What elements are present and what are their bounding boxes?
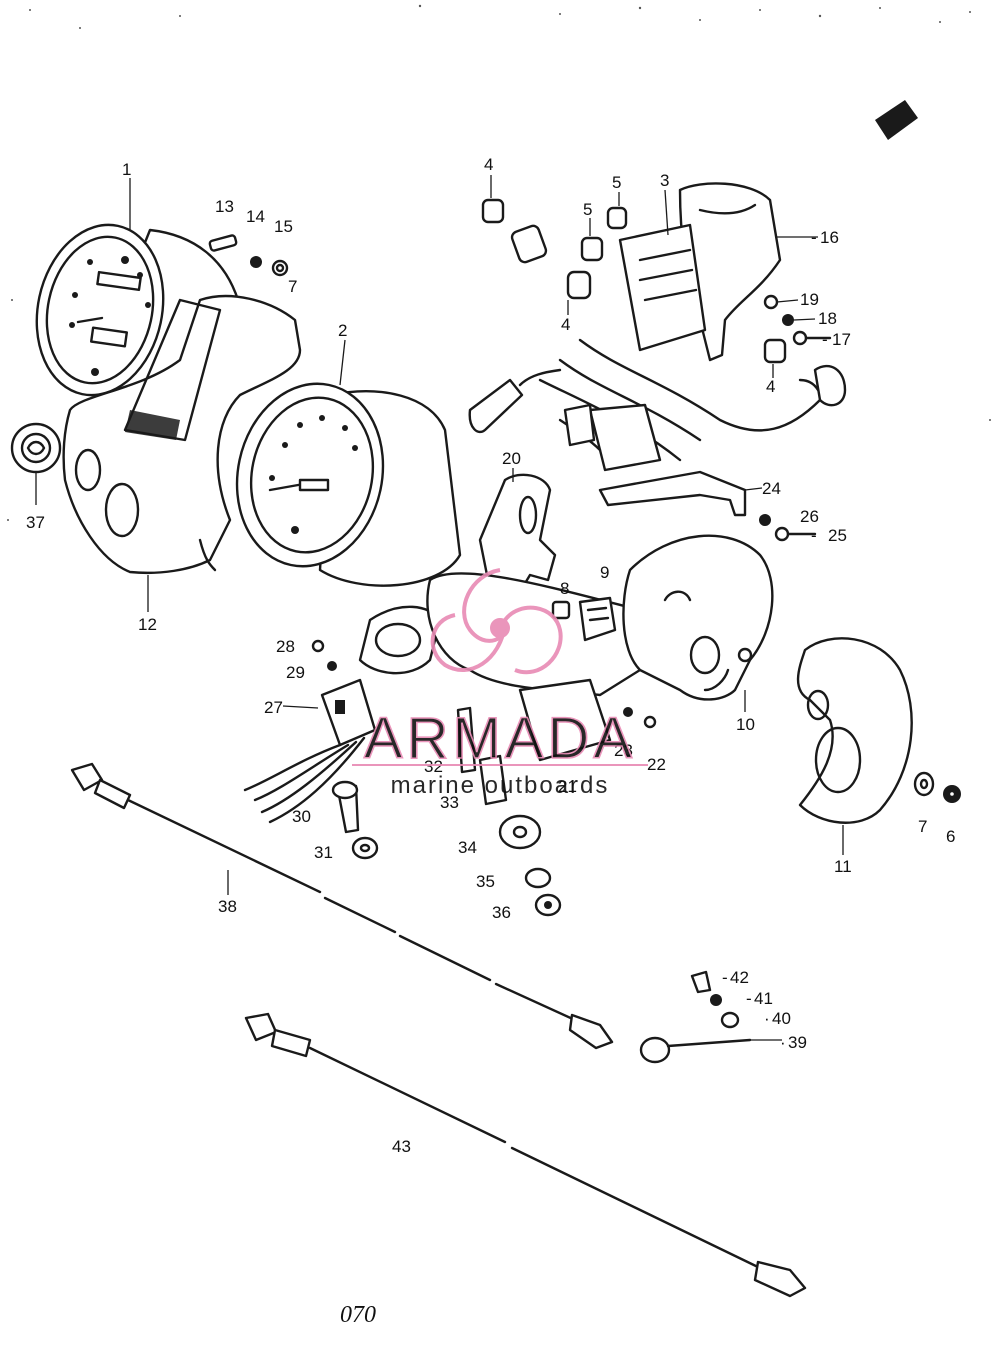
wire-connector: [243, 678, 377, 824]
indicator-bracket: [468, 182, 822, 472]
callout-4c: 4: [766, 377, 775, 396]
speedometer-cable: [70, 762, 614, 1050]
armada-watermark: ARMADA marine outboards: [352, 568, 648, 799]
headlight-shell: [796, 637, 913, 824]
cable-clamp-set: [639, 970, 752, 1064]
callout-14: 14: [246, 207, 265, 226]
callout-34: 34: [458, 838, 477, 857]
meter-case: [62, 294, 302, 575]
svg-text:-: -: [811, 228, 817, 247]
callout-29: 29: [286, 663, 305, 682]
leader-lines: [129, 175, 844, 1041]
small-screws-right: [763, 294, 832, 346]
callout-28: 28: [276, 637, 295, 656]
callout-35: 35: [476, 872, 495, 891]
svg-text:·: ·: [764, 1009, 770, 1028]
bolt-and-nut-left: [331, 780, 379, 860]
screws-center: [623, 707, 657, 729]
callout-9: 9: [600, 563, 609, 582]
callout-2: 2: [338, 321, 347, 340]
callout-16: 16: [820, 228, 839, 247]
page-code: 070: [340, 1302, 376, 1328]
callout-1: 1: [122, 160, 131, 179]
callout-42: 42: [730, 968, 749, 987]
tachometer-cable: [244, 1012, 807, 1298]
callout-labels: 1 2 3 4 4 4 5 5 6 7 7 8 9 10 11 12 13 14…: [26, 155, 955, 1156]
callout-4b: 4: [561, 315, 570, 334]
callout-30: 30: [292, 807, 311, 826]
callout-39: 39: [788, 1033, 807, 1052]
callout-24: 24: [762, 479, 781, 498]
nut-washer-right: [913, 771, 961, 803]
callout-43: 43: [392, 1137, 411, 1156]
callout-13: 13: [215, 197, 234, 216]
part-tag-mark: [875, 100, 918, 140]
callout-26: 26: [800, 507, 819, 526]
callout-20: 20: [502, 449, 521, 468]
callout-8: 8: [560, 579, 569, 598]
callout-36: 36: [492, 903, 511, 922]
bulb-sockets: [481, 198, 847, 407]
callout-6: 6: [946, 827, 955, 846]
stay-bracket: [598, 470, 747, 517]
callout-27: 27: [264, 698, 283, 717]
callout-22: 22: [647, 755, 666, 774]
callout-38: 38: [218, 897, 237, 916]
svg-text:·: ·: [780, 1033, 786, 1052]
armada-logo-icon: [430, 568, 563, 675]
callout-3: 3: [660, 171, 669, 190]
callout-18: 18: [818, 309, 837, 328]
svg-text:-: -: [822, 330, 828, 349]
svg-text:-: -: [746, 989, 752, 1008]
scan-noise: [7, 4, 991, 521]
speedometer-assembly: [235, 382, 462, 587]
bolt-stack-center: [456, 706, 562, 917]
callout-40: 40: [772, 1009, 791, 1028]
callout-dashes: - - - - - · ·: [722, 228, 828, 1052]
callout-5a: 5: [612, 173, 621, 192]
callout-32: 32: [424, 757, 443, 776]
watermark-brand: ARMADA: [364, 706, 636, 771]
screws-left: [311, 639, 337, 671]
callout-11: 11: [834, 857, 852, 876]
headlight-housing-bracket: [622, 534, 774, 701]
callout-21: 21: [558, 777, 577, 796]
callout-41: 41: [754, 989, 773, 1008]
callout-15: 15: [274, 217, 293, 236]
callout-10: 10: [736, 715, 755, 734]
callout-12: 12: [138, 615, 157, 634]
svg-text:-: -: [811, 526, 817, 545]
callout-19: 19: [800, 290, 819, 309]
small-screws-stay: [759, 514, 817, 542]
svg-text:-: -: [722, 968, 728, 987]
callout-37: 37: [26, 513, 45, 532]
callout-33: 33: [440, 793, 459, 812]
callout-4a: 4: [484, 155, 493, 174]
watermark-tagline: marine outboards: [391, 772, 610, 799]
indicator-lamp: [10, 422, 62, 505]
bracket-fasteners: [551, 596, 617, 642]
callout-31: 31: [314, 843, 333, 862]
callout-25: 25: [828, 526, 847, 545]
callout-7a: 7: [918, 817, 927, 836]
callout-5b: 5: [583, 200, 592, 219]
bolts-top: [208, 234, 289, 277]
callout-23: 23: [614, 741, 633, 760]
callout-17: 17: [832, 330, 851, 349]
callout-7b: 7: [288, 277, 297, 296]
